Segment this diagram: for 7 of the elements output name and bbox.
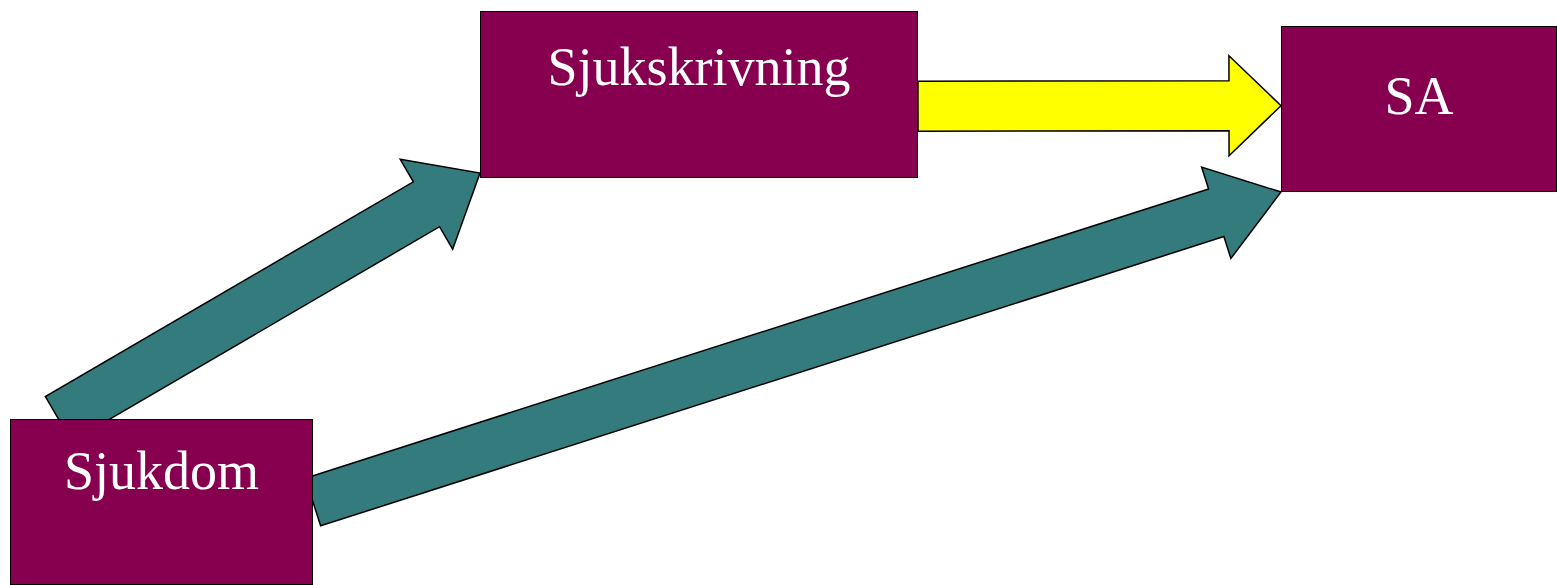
box-label: Sjukskrivning xyxy=(546,38,852,98)
process-box xyxy=(1281,26,1557,192)
process-box xyxy=(10,419,313,585)
box-label: Sjukdom xyxy=(62,442,260,502)
box-label: SA xyxy=(1383,67,1455,127)
process-box xyxy=(480,11,918,178)
block-arrow xyxy=(917,54,1283,158)
